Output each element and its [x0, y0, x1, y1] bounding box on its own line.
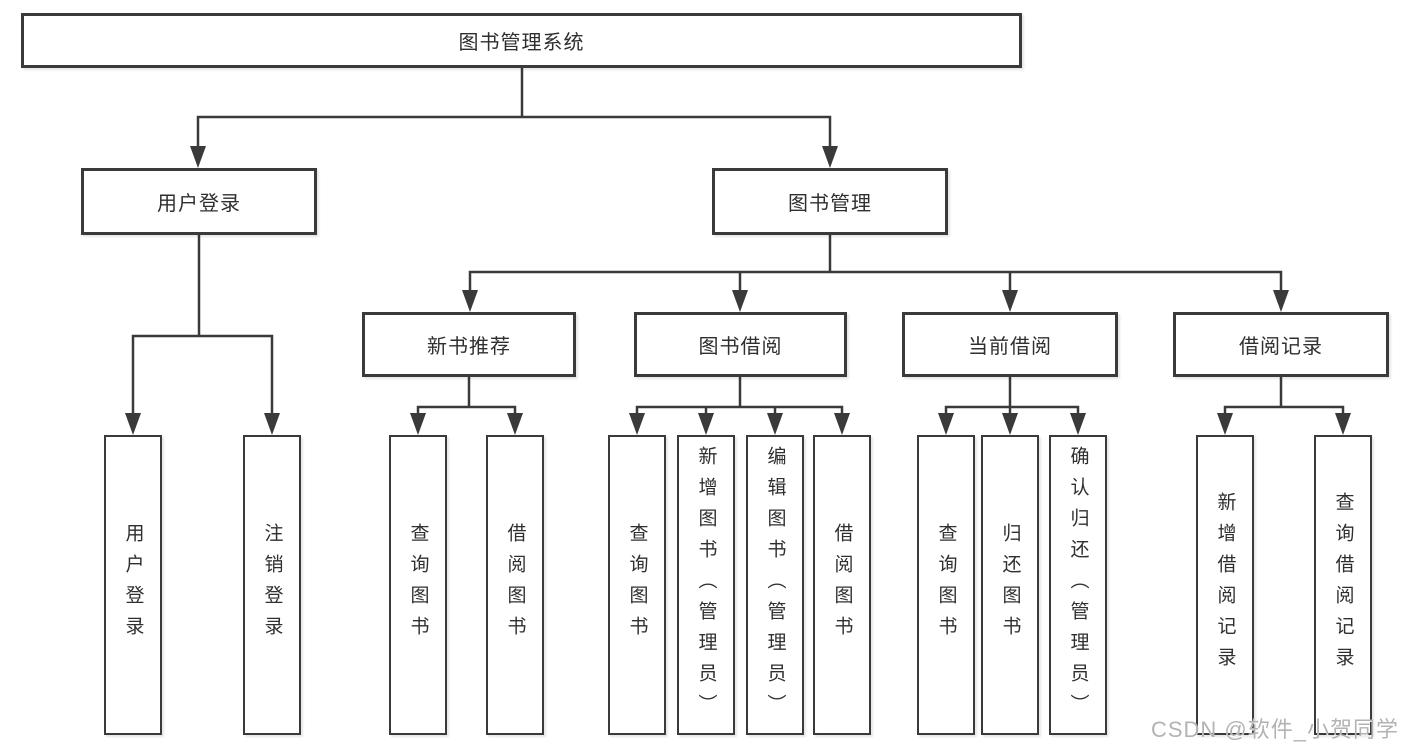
node-user-login: 用户登录 — [81, 168, 317, 235]
leaf-add-borrow-record: 新增借阅记录 — [1196, 435, 1254, 735]
leaf-query-books-borrow: 查询图书 — [608, 435, 666, 735]
connector-root-to-level2 — [196, 66, 832, 152]
connector-newbook-to-leaves — [416, 375, 517, 422]
leaf-logout: 注销登录 — [243, 435, 301, 735]
node-new-book-recommendation: 新书推荐 — [362, 312, 576, 377]
leaf-query-books-recommend: 查询图书 — [389, 435, 447, 735]
leaf-edit-book-admin: 编辑图书（管理员） — [746, 435, 804, 735]
connector-userlogin-to-leaves — [131, 233, 274, 420]
connector-bookborrow-to-leaves — [635, 375, 844, 422]
leaf-add-book-admin: 新增图书（管理员） — [677, 435, 735, 735]
node-book-management: 图书管理 — [712, 168, 948, 235]
leaf-confirm-return-admin: 确认归还（管理员） — [1049, 435, 1107, 735]
watermark: CSDN @软件_小贺同学 — [1150, 717, 1399, 742]
leaf-query-books-current: 查询图书 — [917, 435, 975, 735]
leaf-query-borrow-record: 查询借阅记录 — [1314, 435, 1372, 735]
node-borrowing-records: 借阅记录 — [1173, 312, 1389, 377]
connector-bookmgmt-to-level3 — [468, 233, 1283, 297]
leaf-borrow-books: 借阅图书 — [813, 435, 871, 735]
node-book-borrowing: 图书借阅 — [634, 312, 847, 377]
leaf-user-login: 用户登录 — [104, 435, 162, 735]
leaf-borrow-books-recommend: 借阅图书 — [486, 435, 544, 735]
connector-records-to-leaves — [1223, 375, 1345, 422]
node-current-borrowing: 当前借阅 — [902, 312, 1118, 377]
leaf-return-book: 归还图书 — [981, 435, 1039, 735]
node-library-management-system: 图书管理系统 — [21, 13, 1022, 68]
